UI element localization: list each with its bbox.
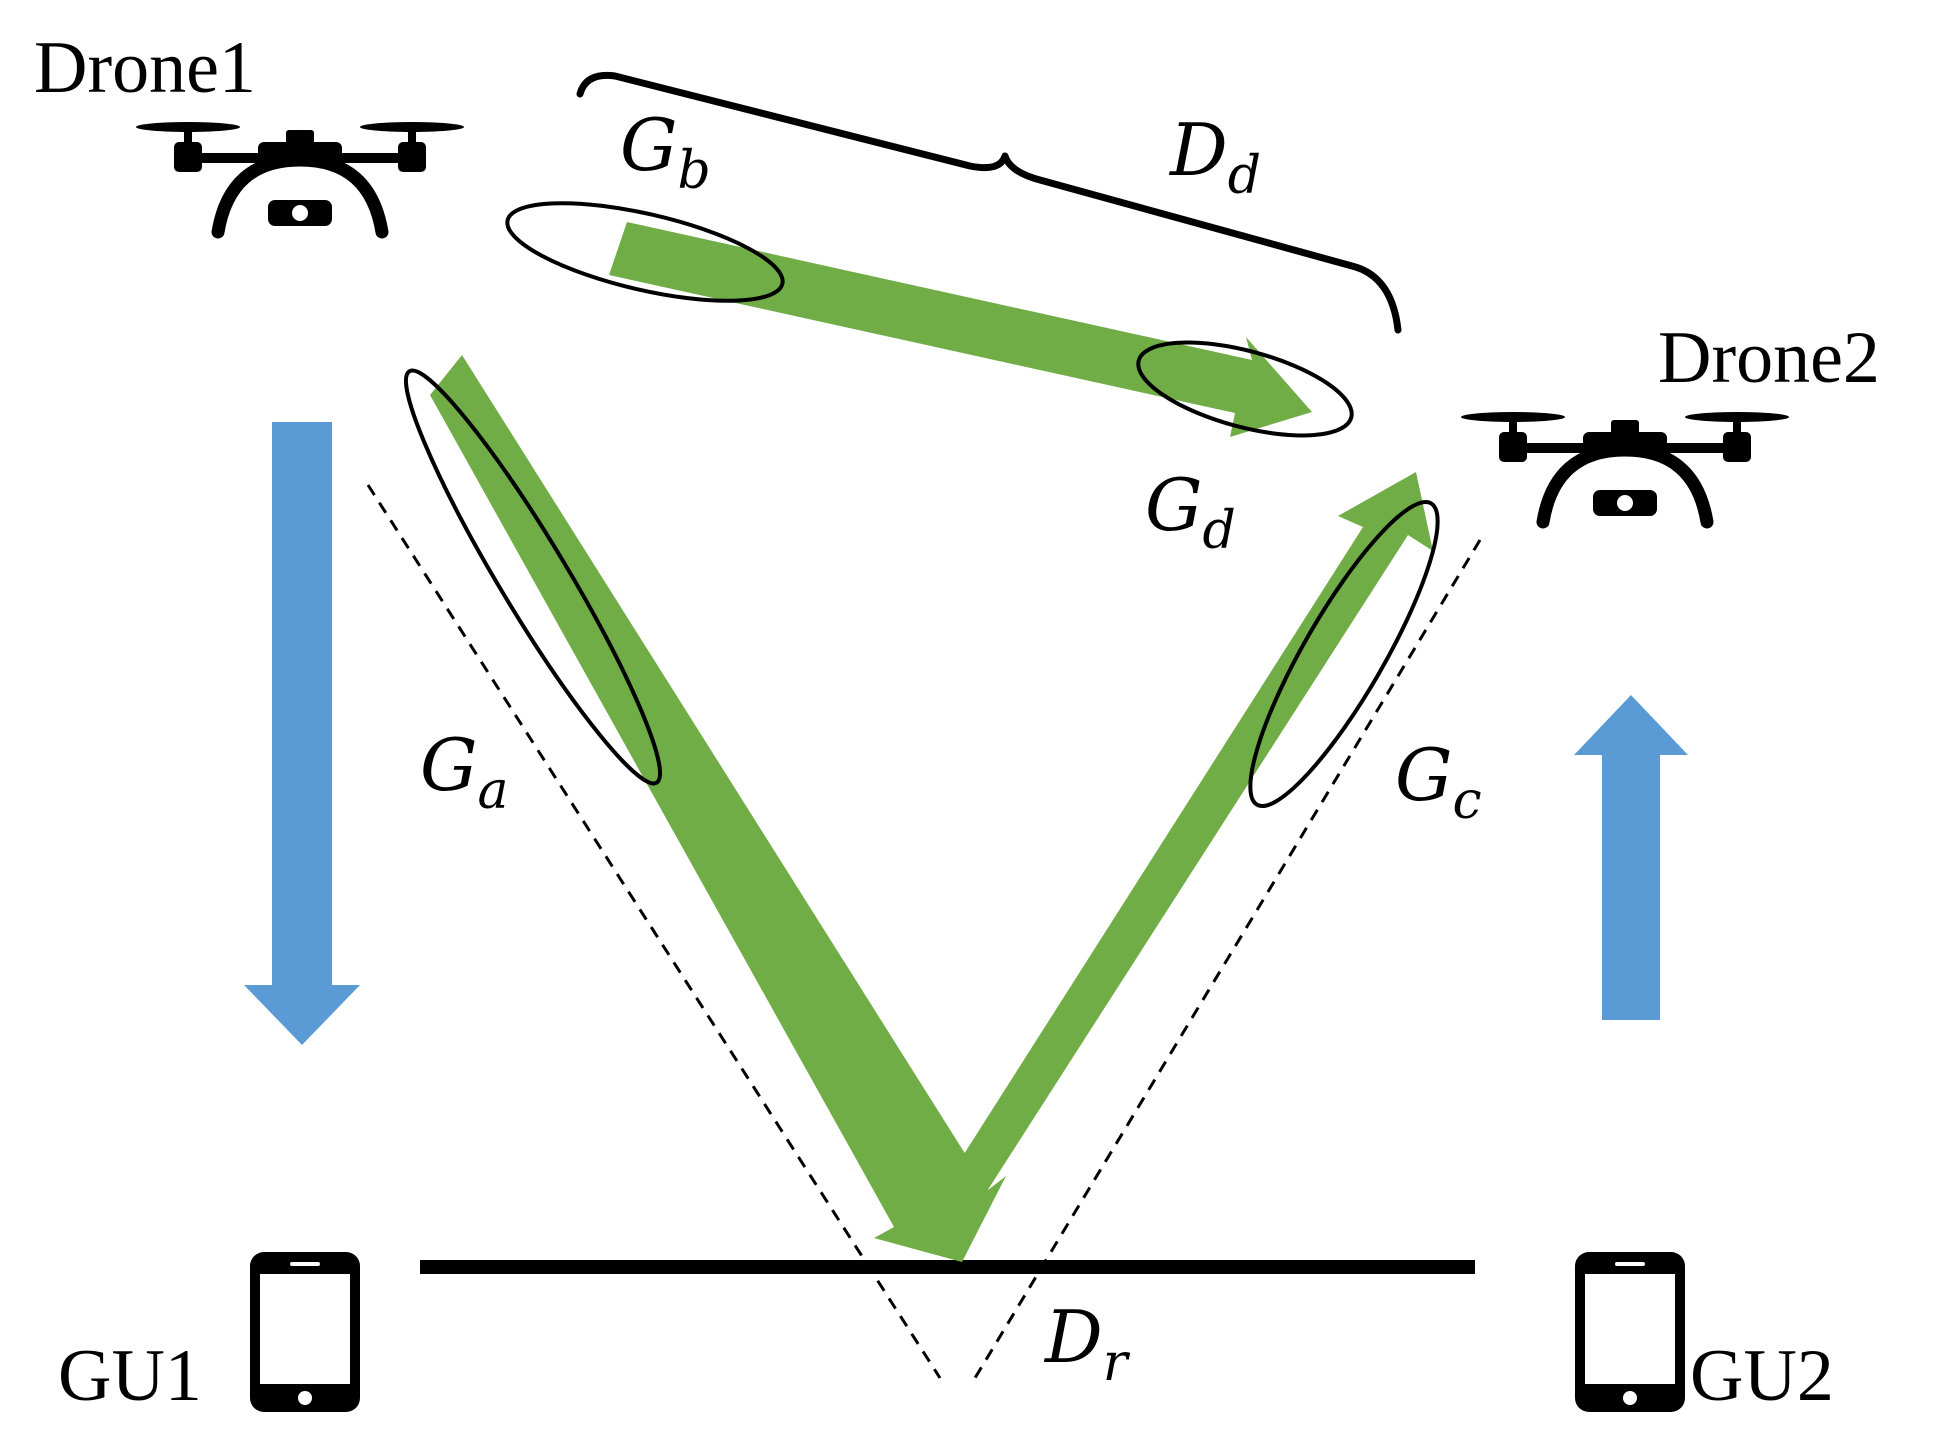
smartphone-icon (1575, 1252, 1685, 1412)
drone2-label: Drone2 (1658, 317, 1880, 399)
gain-label-gc: Gc (1395, 733, 1482, 831)
drone-icon (136, 122, 464, 232)
smartphone-icon (250, 1252, 360, 1412)
gain-label-ga: Ga (420, 723, 509, 821)
gain-label-gd: Gd (1145, 463, 1236, 561)
gain-label-gb: Gb (620, 103, 711, 201)
reflected-path-arrow (922, 472, 1433, 1241)
gain-ellipse-gd (1136, 340, 1354, 438)
downlink-arrow (244, 422, 360, 1045)
gu2-label: GU2 (1690, 1335, 1834, 1417)
drone1-label: Drone1 (34, 27, 256, 109)
gain-ellipse-gb (505, 201, 785, 303)
gain-ellipse-gc (1248, 499, 1440, 809)
distance-brace (576, 71, 1402, 334)
beam-boundary-right (973, 539, 1482, 1379)
drone-icon (1461, 412, 1789, 522)
beam-boundary-left (366, 484, 942, 1379)
gu1-label: GU1 (58, 1335, 202, 1417)
gain-ellipse-ga (404, 368, 662, 786)
incident-path-arrow (430, 355, 1006, 1262)
uplink-arrow (1574, 695, 1688, 1020)
direct-path-arrow (609, 222, 1312, 437)
distance-label-dd: Dd (1168, 108, 1261, 206)
distance-label-dr: Dr (1043, 1295, 1131, 1393)
